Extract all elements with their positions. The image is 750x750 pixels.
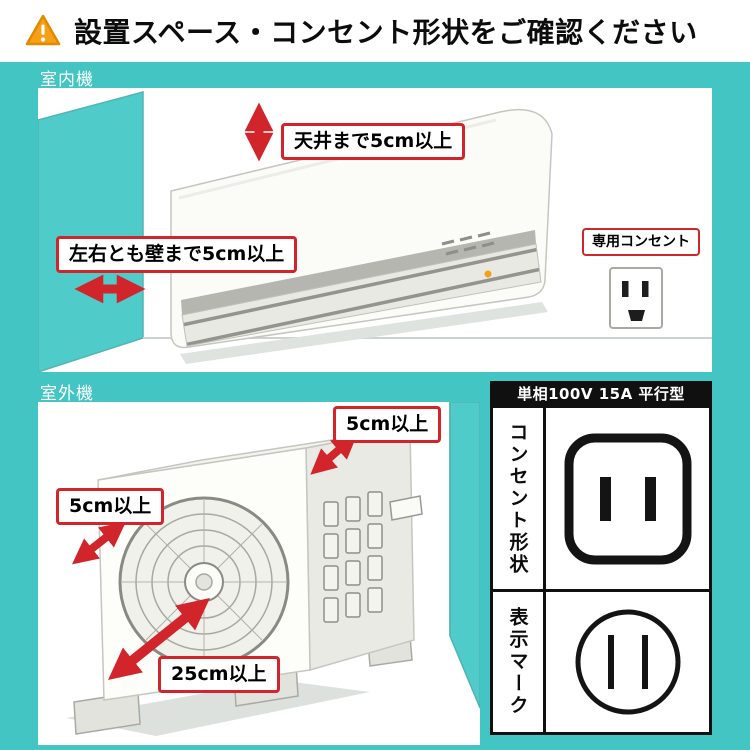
outlet-shape-row-label: コンセント形状: [506, 421, 529, 576]
outdoor-section-label: 室外機: [40, 384, 94, 404]
display-mark-icon: [575, 609, 680, 715]
ceiling-clearance-label: 天井まで5cm以上: [281, 123, 466, 160]
side-vent-slots: [323, 491, 383, 623]
warning-triangle-icon: [25, 14, 61, 48]
display-mark-row-label-cell: 表示マーク: [493, 592, 546, 732]
indicator-light: [484, 270, 492, 278]
indoor-unit-shadow: [180, 302, 548, 364]
outdoor-illustration-panel: [38, 402, 480, 745]
spec-table-header: 単相100V 15A 平行型: [490, 381, 712, 405]
header-bar: 設置スペース・コンセント形状をご確認ください: [0, 0, 750, 62]
indoor-unit-grille: [441, 231, 495, 256]
building-corner-wall: [449, 402, 480, 709]
outlet-shape-row-label-cell: コンセント形状: [493, 408, 546, 592]
dedicated-outlet-label: 専用コンセント: [582, 228, 700, 256]
outlet-shape-icon-cell: [546, 408, 709, 592]
side-clearance-label: 左右とも壁まで5cm以上: [56, 236, 298, 273]
outlet-shape-icon: [564, 433, 691, 564]
outdoor-top-clearance-label: 5cm以上: [333, 406, 442, 443]
spec-table: コンセント形状 表示マーク: [490, 405, 712, 735]
wall-outlet-icon: [609, 267, 663, 329]
page-title: 設置スペース・コンセント形状をご確認ください: [74, 16, 698, 49]
indoor-section-label: 室内機: [40, 70, 94, 90]
handle: [389, 495, 423, 521]
outdoor-unit-illustration: [66, 402, 480, 736]
display-mark-row-label: 表示マーク: [506, 607, 529, 717]
display-mark-icon-cell: [546, 592, 709, 732]
outdoor-front-clearance-label: 25cm以上: [158, 656, 280, 693]
outdoor-left-clearance-label: 5cm以上: [56, 488, 165, 525]
